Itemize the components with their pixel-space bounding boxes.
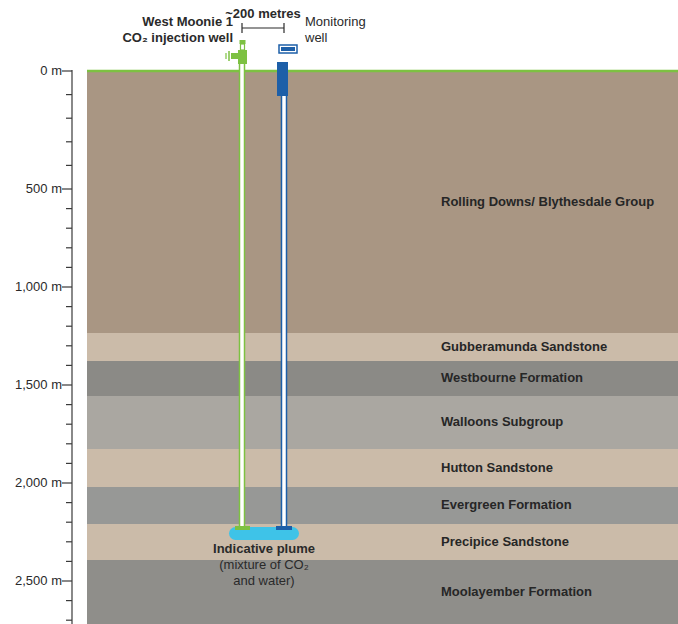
formation-name: Walloons Subgroup [441, 415, 563, 430]
depth-label: 0 m [2, 63, 62, 79]
co2-plume [229, 527, 299, 540]
depth-axis [62, 70, 72, 624]
distance-bracket [242, 23, 284, 33]
formation-name: Hutton Sandstone [441, 461, 553, 476]
depth-label: 1,500 m [2, 377, 62, 393]
formation-name: Rolling Downs/ Blythesdale Group [441, 195, 654, 210]
plume-label: Indicative plume [194, 541, 334, 557]
strata-band: Hutton Sandstone [87, 449, 678, 487]
formation-name: Moolayember Formation [441, 585, 592, 600]
monitoring-well [276, 45, 297, 530]
strata-band: Gubberamunda Sandstone [87, 333, 678, 361]
strata-band: Precipice Sandstone [87, 524, 678, 560]
well-label: West Moonie 1 CO₂ injection well [116, 14, 233, 46]
depth-label: 2,000 m [2, 475, 62, 491]
strata-band: Walloons Subgroup [87, 396, 678, 449]
depth-label: 2,500 m [2, 573, 62, 589]
formation-name: Westbourne Formation [441, 371, 583, 386]
strata-band: Moolayember Formation [87, 560, 678, 624]
formation-name: Precipice Sandstone [441, 535, 569, 550]
plume-label: (mixture of CO₂ and water) [214, 557, 314, 589]
ground-surface [87, 70, 678, 73]
well-label: Monitoring well [305, 14, 373, 46]
injection-well [226, 40, 250, 530]
depth-label: 500 m [2, 181, 62, 197]
formation-name: Evergreen Formation [441, 498, 572, 513]
formation-name: Gubberamunda Sandstone [441, 340, 607, 355]
strata-band: Westbourne Formation [87, 361, 678, 396]
strata-band: Rolling Downs/ Blythesdale Group [87, 71, 678, 333]
depth-label: 1,000 m [2, 279, 62, 295]
strata-band: Evergreen Formation [87, 487, 678, 524]
